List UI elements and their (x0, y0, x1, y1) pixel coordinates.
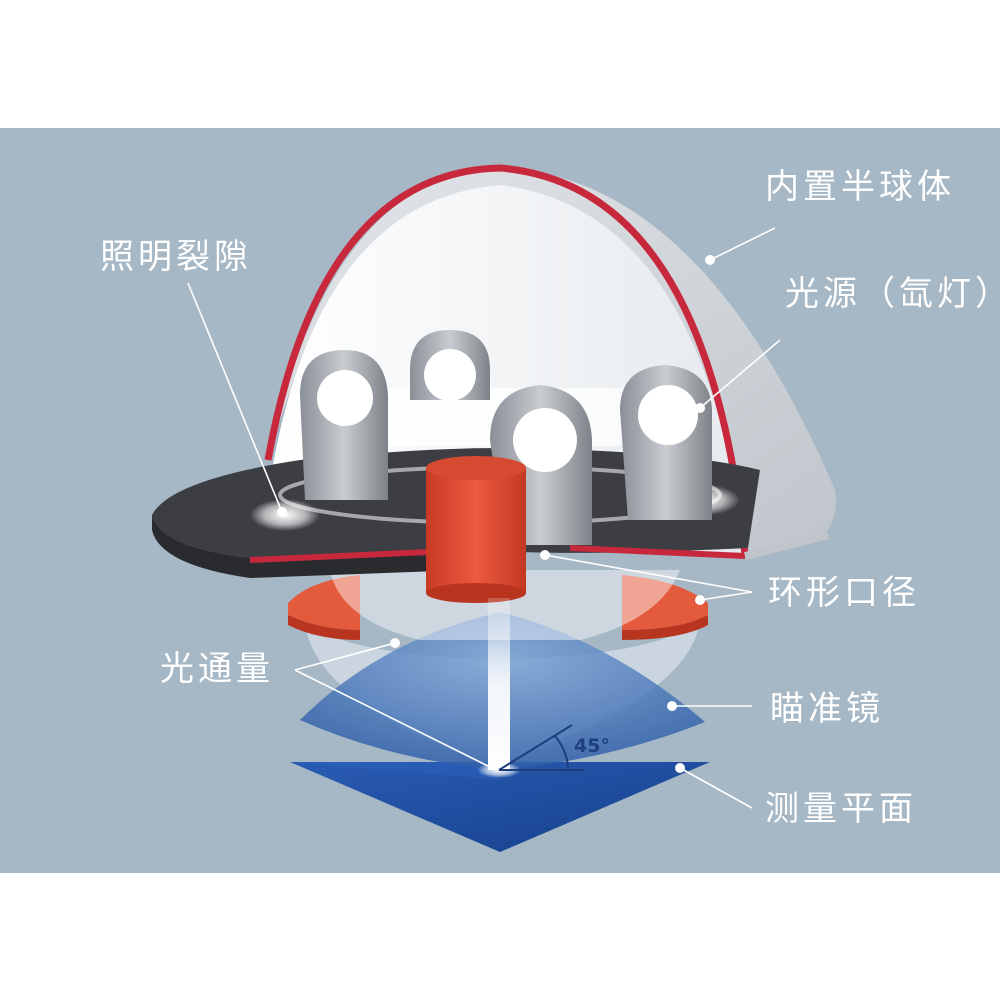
base-plate-rim-right (569, 545, 746, 559)
aperture-cylinder-icon (426, 456, 526, 603)
label-annular-aperture: 环形口径 (768, 573, 920, 613)
lamp-holder-icon (620, 365, 712, 520)
label-hemisphere: 内置半球体 (765, 167, 955, 207)
annular-aperture-left (288, 575, 360, 630)
lamp-holder-icon (300, 350, 388, 500)
callout-dots (277, 255, 715, 773)
angle-ray (498, 724, 573, 771)
lamp-holder-icon (410, 330, 490, 401)
hemisphere-outer-shell (268, 168, 836, 555)
angle-label: 45° (574, 735, 610, 757)
hemisphere-foot (744, 531, 830, 560)
annular-aperture-left-edge (288, 615, 360, 640)
label-illumination-gap: 照明裂隙 (100, 237, 252, 277)
label-light-source: 光源（氙灯） (785, 274, 1000, 314)
annular-aperture-right (622, 575, 708, 630)
label-collimator: 瞄准镜 (770, 689, 884, 729)
callout-lines (187, 227, 781, 809)
angle-arc (554, 735, 569, 771)
measurement-plane-highlight (290, 762, 500, 780)
light-beam (488, 598, 510, 770)
hemisphere-rim (264, 164, 749, 556)
label-luminous-flux: 光通量 (160, 649, 274, 689)
measurement-plane-surface (290, 762, 710, 852)
annular-aperture-right-edge (622, 615, 708, 640)
label-measurement-plane: 测量平面 (765, 789, 917, 829)
